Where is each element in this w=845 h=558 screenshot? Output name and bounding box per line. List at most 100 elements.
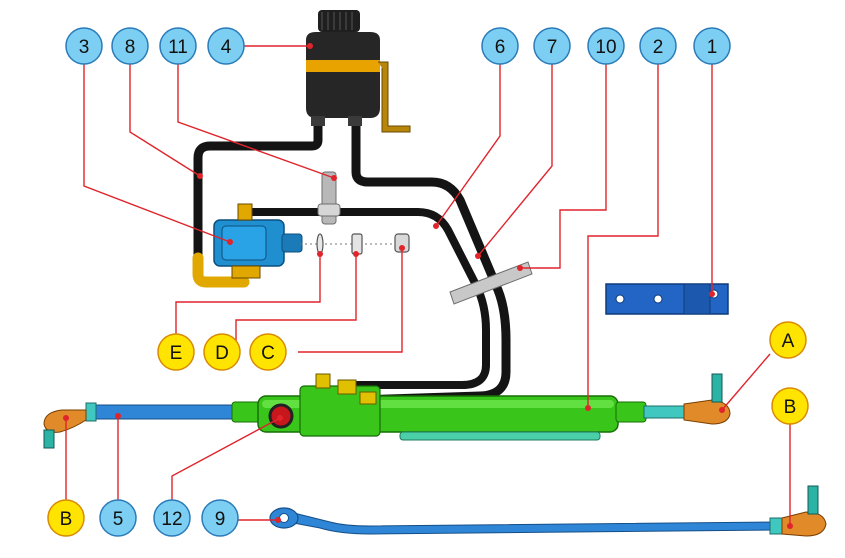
callout-8-label: 8 (125, 37, 136, 58)
leader-dot-a (719, 407, 725, 413)
callout-10-label: 10 (595, 37, 616, 58)
callout-6: 6 (481, 27, 519, 65)
callout-1-label: 1 (707, 37, 718, 58)
hose-bracket (449, 261, 533, 305)
lower-rod-eye-hole (279, 513, 289, 523)
leader-8 (129, 64, 201, 177)
pump-mount (231, 265, 261, 279)
callout-9: 9 (201, 499, 239, 537)
leader-2 (587, 64, 659, 408)
callout-e-label: E (170, 343, 183, 364)
reservoir-bracket (378, 61, 411, 133)
steering-cylinder-assembly (43, 373, 731, 449)
reservoir-outlet-left (311, 116, 325, 126)
leader-6 (435, 64, 501, 227)
callout-3-label: 3 (79, 37, 90, 58)
cylinder-port-fitting-2 (337, 379, 357, 395)
lower-ball-stud (807, 485, 819, 515)
letter-callouts: A B B E D C (47, 321, 809, 537)
lower-rod-sleeve (769, 517, 783, 535)
callout-c: C (249, 333, 287, 371)
pump-small-parts (300, 233, 410, 255)
left-tie-rod-sleeve (85, 402, 97, 422)
leader-lines (65, 45, 791, 526)
left-ball-joint (43, 409, 87, 433)
callout-4: 4 (207, 27, 245, 65)
pump-inlet-elbow (192, 252, 250, 288)
right-rod-boot (615, 401, 647, 423)
reservoir (306, 10, 411, 133)
leader-e (175, 254, 321, 352)
leader-11 (177, 64, 335, 179)
leader-dot-1 (709, 291, 715, 297)
cylinder-port-fitting-3 (359, 391, 377, 405)
hose-clamp (317, 171, 341, 225)
callout-3: 3 (65, 27, 103, 65)
cylinder-lower-tube (399, 431, 601, 441)
callout-b-right: B (771, 387, 809, 425)
leader-dot-b-right (787, 523, 793, 529)
callout-5: 5 (99, 499, 137, 537)
leader-dot-6 (433, 223, 439, 229)
callout-d-label: D (215, 343, 229, 364)
reservoir-outlet-right (348, 116, 362, 126)
callout-6-label: 6 (495, 37, 506, 58)
leader-dot-4 (307, 43, 313, 49)
leader-dot-5 (115, 413, 121, 419)
leader-dot-3 (227, 239, 233, 245)
leader-3 (83, 64, 231, 243)
power-steering-pump (192, 203, 303, 288)
callout-7: 7 (533, 27, 571, 65)
callout-2: 2 (639, 27, 677, 65)
leader-a (721, 353, 771, 411)
leader-dot-11 (331, 175, 337, 181)
mounting-hole-2 (653, 294, 663, 304)
leader-dot-d (353, 251, 359, 257)
lower-tie-rod-assembly (269, 485, 827, 537)
hose-7 (351, 117, 511, 405)
callout-b-right-label: B (784, 397, 797, 418)
callout-8: 8 (111, 27, 149, 65)
pump-top-fitting (237, 203, 253, 221)
left-ball-stud (43, 429, 55, 449)
callout-12-label: 12 (161, 509, 182, 530)
leader-endpoints (63, 43, 793, 529)
hose-8 (193, 113, 323, 267)
leader-dot-b-left (63, 415, 69, 421)
mounting-plate-tab (683, 283, 711, 315)
callout-11-label: 11 (168, 37, 188, 58)
leader-dot-10 (517, 265, 523, 271)
cylinder-port-fitting-1 (315, 373, 331, 389)
leader-10 (520, 64, 607, 269)
part-d-spacer (351, 233, 363, 255)
pump-front (221, 225, 267, 261)
reservoir-body (306, 32, 380, 118)
number-callouts: 3 8 11 4 6 7 10 2 (65, 27, 731, 537)
callout-10: 10 (587, 27, 625, 65)
callout-c-label: C (261, 343, 275, 364)
callout-12: 12 (153, 499, 191, 537)
callout-7-label: 7 (547, 37, 558, 58)
leader-dot-c (399, 245, 405, 251)
right-rod (643, 405, 687, 419)
callout-11: 11 (159, 27, 197, 65)
reservoir-band (306, 60, 380, 72)
callout-e: E (157, 333, 195, 371)
callout-a-label: A (782, 331, 795, 352)
callout-5-label: 5 (113, 509, 124, 530)
leader-12 (171, 417, 281, 502)
leader-dot-7 (475, 253, 481, 259)
left-tie-rod (85, 404, 237, 420)
right-ball-stud (711, 373, 723, 403)
callout-b-left: B (47, 499, 85, 537)
mounting-hole-1 (615, 294, 625, 304)
hose-bracket-plate (449, 261, 533, 305)
leader-dot-8 (197, 173, 203, 179)
reservoir-cap-ridges (321, 12, 353, 30)
leader-7 (477, 64, 553, 257)
leader-dot-e (317, 251, 323, 257)
callout-2-label: 2 (653, 37, 664, 58)
hose-6 (244, 208, 490, 389)
